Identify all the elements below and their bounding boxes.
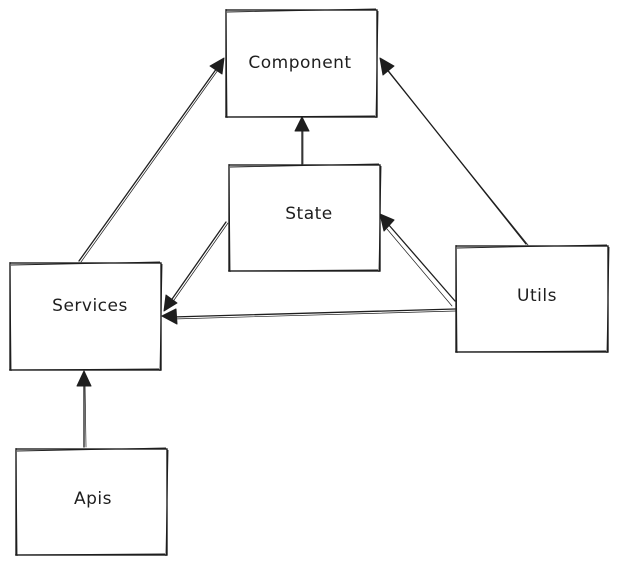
node-label-component: Component: [248, 53, 351, 73]
node-label-apis: Apis: [74, 489, 112, 509]
node-component[interactable]: Component: [224, 8, 379, 119]
node-state[interactable]: State: [227, 163, 382, 273]
node-label-state: State: [285, 204, 333, 224]
node-label-services: Services: [52, 296, 128, 316]
edge-state-to-component: [294, 116, 310, 165]
edge-utils-to-component: [379, 57, 529, 246]
node-apis[interactable]: Apis: [14, 447, 169, 557]
node-services[interactable]: Services: [8, 261, 163, 372]
edge-utils-to-state: [379, 213, 456, 307]
edge-apis-to-services: [76, 370, 92, 448]
node-label-utils: Utils: [517, 286, 557, 306]
edge-state-to-services: [163, 221, 229, 312]
edge-utils-to-services: [161, 308, 457, 325]
node-utils[interactable]: Utils: [454, 244, 610, 354]
edge-services-to-component: [78, 57, 225, 263]
